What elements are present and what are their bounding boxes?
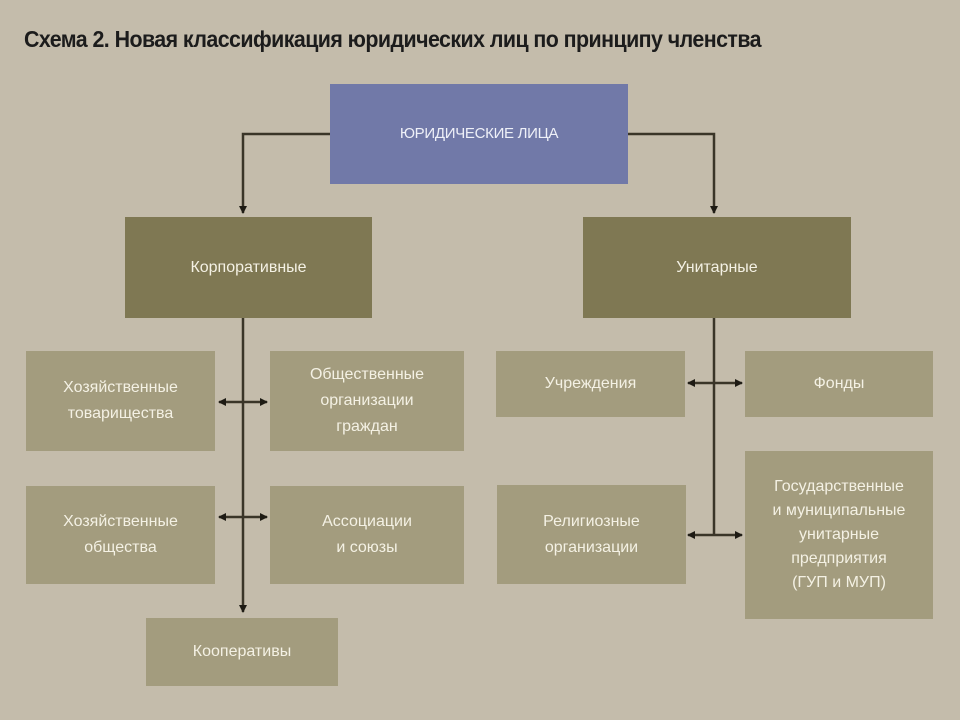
node-religious-organizations: Религиозные организации	[497, 485, 686, 584]
node-label: Хозяйственные товарищества	[63, 379, 178, 422]
node-institutions: Учреждения	[496, 351, 685, 417]
node-label: Фонды	[813, 375, 865, 392]
node-cooperatives: Кооперативы	[146, 618, 338, 686]
diagram-title: Схема 2. Новая классификация юридических…	[24, 26, 762, 52]
node-state-municipal-enterprises: Государственные и муниципальные унитарны…	[745, 451, 933, 619]
connector-root-corporate	[239, 132, 330, 214]
node-label: Государственные и муниципальные унитарны…	[772, 478, 906, 591]
node-label: Религиозные организации	[543, 512, 640, 556]
corporate-node: Корпоративные	[125, 217, 372, 318]
node-label: Общественные организации граждан	[309, 366, 425, 435]
node-public-organizations: Общественные организации граждан	[270, 351, 464, 451]
corporate-label: Корпоративные	[190, 258, 307, 276]
root-label: ЮРИДИЧЕСКИЕ ЛИЦА	[399, 125, 559, 142]
node-label: Кооперативы	[192, 643, 292, 660]
node-label: Хозяйственные общества	[63, 513, 178, 556]
node-business-partnerships: Хозяйственные товарищества	[26, 351, 215, 451]
node-business-companies: Хозяйственные общества	[26, 486, 215, 584]
connector-root-unitary	[628, 132, 718, 214]
node-associations-unions: Ассоциации и союзы	[270, 486, 464, 584]
unitary-node: Унитарные	[583, 217, 851, 318]
node-label: Ассоциации и союзы	[322, 513, 412, 556]
unitary-label: Унитарные	[676, 258, 758, 276]
node-funds: Фонды	[745, 351, 933, 417]
node-label: Учреждения	[544, 375, 637, 392]
root-node: ЮРИДИЧЕСКИЕ ЛИЦА	[330, 84, 628, 184]
